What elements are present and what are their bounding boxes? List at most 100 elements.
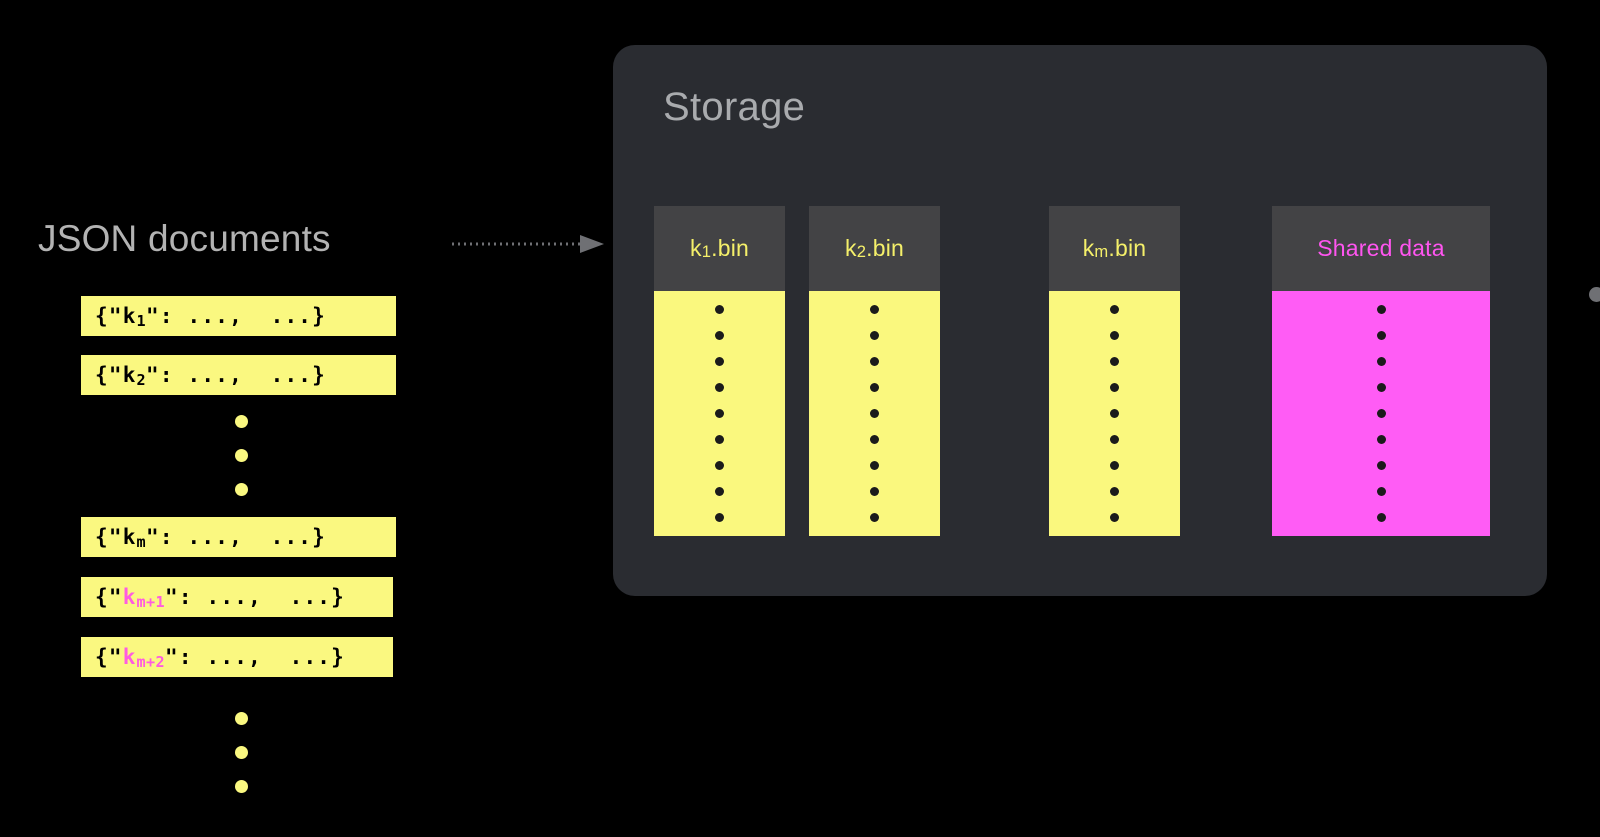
json-value-tail: ": ..., ...} — [146, 363, 326, 387]
json-key-base: k — [122, 304, 137, 328]
json-key: km+2 — [122, 645, 166, 672]
json-key: k1 — [122, 304, 146, 330]
record-dot — [1376, 357, 1386, 366]
record-dot — [715, 461, 724, 470]
storage-file-body — [1272, 291, 1490, 536]
record-dot — [1110, 357, 1119, 366]
json-key-base: k — [122, 585, 137, 609]
ellipsis-dot — [235, 746, 248, 759]
json-value-tail: ": ..., ...} — [165, 645, 345, 669]
record-dot — [1376, 513, 1386, 522]
json-key: km+1 — [122, 585, 166, 612]
record-dot — [870, 357, 879, 366]
file-label-suffix: .bin — [1108, 235, 1147, 261]
record-dot — [715, 331, 724, 340]
arrow-head — [580, 235, 604, 253]
file-label-base: k — [690, 235, 702, 261]
ellipsis-dot — [235, 712, 248, 725]
file-label-subscript: 1 — [701, 242, 712, 262]
json-brace-open: {" — [95, 363, 123, 387]
record-dot — [1376, 305, 1386, 314]
record-dot — [715, 383, 724, 392]
file-columns-ellipsis — [1589, 287, 1600, 302]
storage-file-label[interactable]: Shared data — [1272, 206, 1490, 291]
json-document-box: {"km": ..., ...} — [81, 517, 396, 557]
record-dot — [1376, 461, 1386, 470]
record-dot — [715, 435, 724, 444]
record-dot — [870, 487, 879, 496]
storage-file-body — [809, 291, 940, 536]
ellipsis-dot — [235, 415, 248, 428]
record-dot — [1110, 461, 1119, 470]
record-dot — [715, 357, 724, 366]
file-label-base: k — [845, 235, 857, 261]
record-dot — [1110, 487, 1119, 496]
json-key-base: k — [122, 363, 137, 387]
record-dot — [1376, 331, 1386, 340]
json-key-subscript: 2 — [136, 371, 147, 390]
json-document-box: {"km+2": ..., ...} — [81, 637, 393, 677]
record-dot — [870, 513, 879, 522]
record-dot — [1376, 435, 1386, 444]
json-key-base: k — [122, 525, 137, 549]
record-dot — [1376, 487, 1386, 496]
ellipsis-middle — [235, 415, 248, 496]
file-label-subscript: 2 — [856, 242, 867, 262]
record-dot — [1376, 409, 1386, 418]
file-label-suffix: .bin — [866, 235, 904, 261]
json-key-subscript: m — [136, 533, 147, 552]
json-value-tail: ": ..., ...} — [146, 525, 326, 549]
json-document-box: {"km+1": ..., ...} — [81, 577, 393, 617]
storage-file-body — [654, 291, 785, 536]
json-documents-title: JSON documents — [38, 218, 331, 259]
json-value-tail: ": ..., ...} — [146, 304, 326, 328]
file-label-base: k — [1082, 235, 1095, 261]
json-brace-open: {" — [95, 304, 123, 328]
record-dot — [715, 409, 724, 418]
record-dot — [1376, 383, 1386, 392]
json-key-subscript: m+2 — [136, 653, 166, 672]
record-dot — [1110, 331, 1119, 340]
json-key: k2 — [122, 363, 147, 390]
ellipsis-dot — [235, 483, 248, 496]
record-dot — [870, 331, 879, 340]
ellipsis-bottom — [235, 712, 248, 793]
record-dot — [870, 383, 879, 392]
json-document-box: {"k2": ..., ...} — [81, 355, 396, 395]
record-dot — [1110, 513, 1119, 522]
json-brace-open: {" — [95, 585, 123, 609]
json-brace-open: {" — [95, 525, 123, 549]
json-value-tail: ": ..., ...} — [165, 585, 345, 609]
record-dot — [870, 305, 879, 314]
json-key-base: k — [122, 645, 137, 669]
storage-title: Storage — [663, 85, 806, 129]
storage-file-column[interactable]: Shared data — [1272, 206, 1490, 536]
record-dot — [715, 305, 724, 314]
record-dot — [715, 487, 724, 496]
storage-file-body — [1049, 291, 1180, 536]
ellipsis-dot — [235, 449, 248, 462]
record-dot — [715, 513, 724, 522]
record-dot — [1110, 435, 1119, 444]
json-brace-open: {" — [95, 645, 123, 669]
record-dot — [1110, 305, 1119, 314]
file-ellipsis-dot — [1589, 287, 1600, 302]
record-dot — [870, 435, 879, 444]
json-key: km — [122, 525, 147, 552]
record-dot — [1110, 383, 1119, 392]
json-to-storage-arrow — [452, 235, 604, 253]
file-label-suffix: .bin — [711, 235, 749, 261]
ellipsis-dot — [235, 780, 248, 793]
json-document-box: {"k1": ..., ...} — [81, 296, 396, 336]
json-key-subscript: m+1 — [136, 593, 166, 612]
record-dot — [870, 409, 879, 418]
record-dot — [870, 461, 879, 470]
